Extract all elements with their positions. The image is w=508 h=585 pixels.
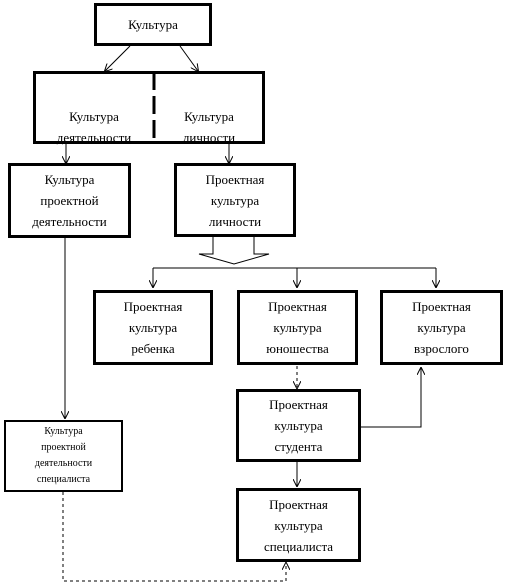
node-proektnaya-kultura-vzroslogo-label: Проектная культура взрослого bbox=[412, 299, 471, 356]
edge-kultura-to-deyatelnosti bbox=[105, 45, 131, 71]
block-arrow-icon bbox=[198, 236, 270, 265]
node-kultura-proektnoy-deyatelnosti-spetsialista: Культура проектной деятельности специали… bbox=[4, 420, 123, 492]
node-proektnaya-kultura-lichnosti: Проектная культура личности bbox=[174, 163, 296, 237]
node-kultura-deyatelnosti-label: Культура деятельности bbox=[56, 109, 132, 145]
node-kultura-combined bbox=[33, 71, 265, 144]
node-kultura-lichnosti: Культура личности bbox=[156, 85, 262, 148]
node-kultura-proektnoy-deyatelnosti: Культура проектной деятельности bbox=[8, 163, 131, 238]
node-proektnaya-kultura-spetsialista-label: Проектная культура специалиста bbox=[263, 496, 334, 554]
node-kultura-lichnosti-label: Культура личности bbox=[182, 109, 236, 145]
node-proektnaya-kultura-spetsialista: Проектная культура специалиста bbox=[236, 488, 361, 562]
node-kultura-label: Культура bbox=[128, 17, 178, 32]
node-proektnaya-kultura-yunoshestva: Проектная культура юношества bbox=[237, 290, 358, 365]
edge-studenta-to-vzroslogo bbox=[361, 368, 421, 428]
edge-dashed-specialist-loop bbox=[62, 492, 286, 582]
edge-kultura-to-lichnosti bbox=[179, 45, 198, 71]
node-proektnaya-kultura-yunoshestva-label: Проектная культура юношества bbox=[266, 299, 329, 356]
node-kultura-proektnoy-deyatelnosti-spetsialista-label: Культура проектной деятельности специали… bbox=[34, 426, 93, 485]
node-proektnaya-kultura-studenta: Проектная культура студента bbox=[236, 389, 361, 462]
node-proektnaya-kultura-rebenka: Проектная культура ребенка bbox=[93, 290, 213, 365]
node-proektnaya-kultura-vzroslogo: Проектная культура взрослого bbox=[380, 290, 503, 365]
node-kultura: Культура bbox=[94, 3, 212, 46]
node-proektnaya-kultura-rebenka-label: Проектная культура ребенка bbox=[123, 299, 183, 356]
node-kultura-proektnoy-deyatelnosti-label: Культура проектной деятельности bbox=[32, 172, 107, 229]
node-kultura-deyatelnosti: Культура деятельности bbox=[36, 85, 152, 148]
node-proektnaya-kultura-studenta-label: Проектная культура студента bbox=[269, 397, 328, 454]
node-proektnaya-kultura-lichnosti-label: Проектная культура личности bbox=[205, 171, 265, 229]
